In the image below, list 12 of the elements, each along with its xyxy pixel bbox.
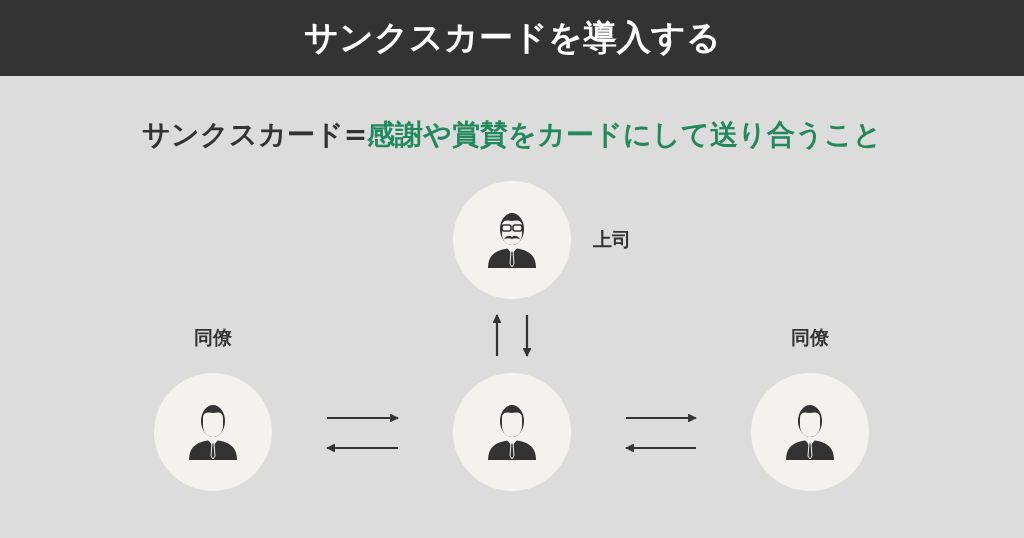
subtitle-text: 感謝や賞賛をカードにして送り合うこと bbox=[367, 117, 883, 153]
arrow bbox=[327, 413, 399, 423]
role-label: 同僚 bbox=[193, 325, 233, 350]
arrow bbox=[522, 315, 532, 357]
role-label: 上司 bbox=[593, 227, 631, 252]
arrow bbox=[326, 443, 398, 453]
subtitle-text: サンクスカード= bbox=[141, 117, 368, 153]
arrow bbox=[626, 413, 697, 423]
arrow bbox=[625, 443, 696, 453]
arrow bbox=[492, 314, 502, 356]
title: サンクスカードを導入する bbox=[303, 16, 721, 59]
role-label: 同僚 bbox=[790, 325, 830, 350]
